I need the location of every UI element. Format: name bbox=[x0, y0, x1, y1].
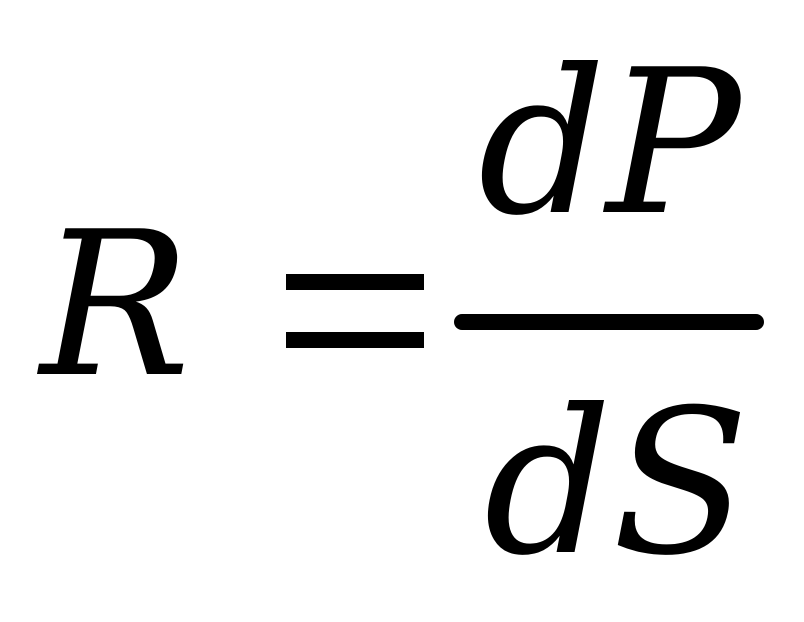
fraction-numerator: dP bbox=[478, 27, 741, 260]
equals-sign-top-bar bbox=[286, 274, 424, 290]
fraction-denominator: dS bbox=[484, 367, 750, 600]
lhs-variable: R bbox=[40, 189, 191, 422]
fraction-bar bbox=[454, 314, 764, 330]
equals-sign-bottom-bar bbox=[286, 332, 424, 348]
